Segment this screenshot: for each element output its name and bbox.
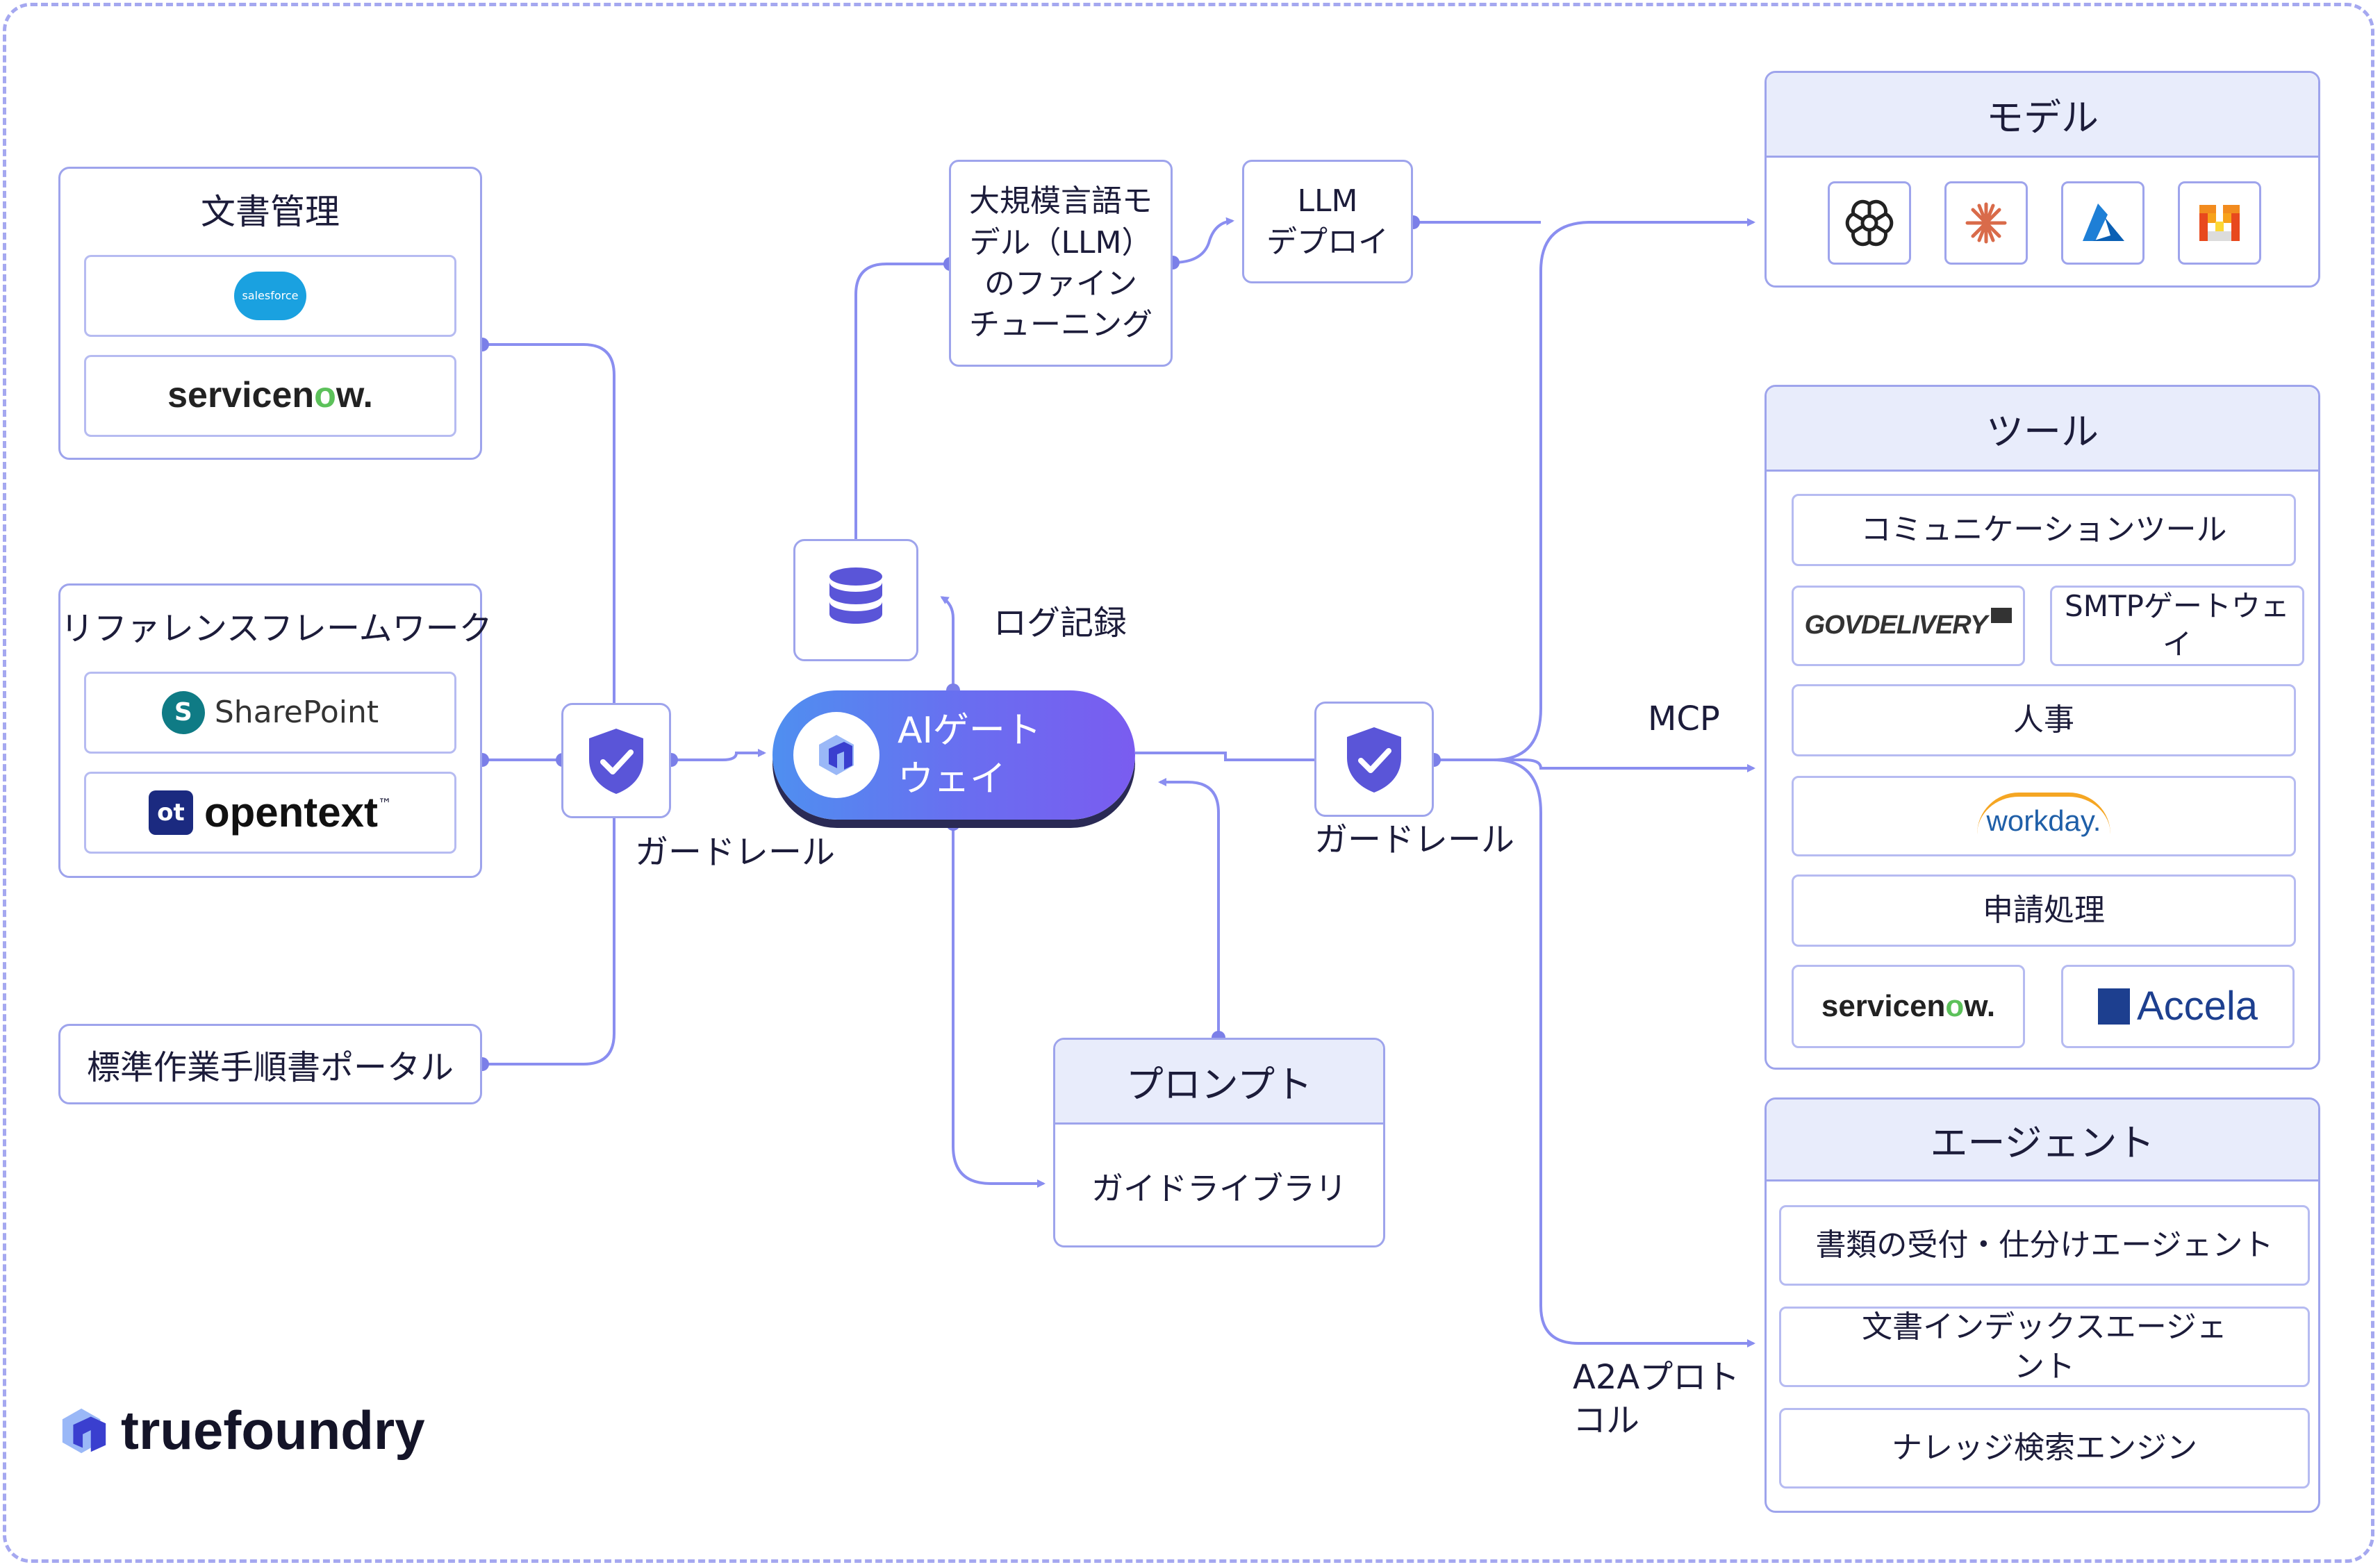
finetune-line3: のファイン	[984, 266, 1137, 301]
accela-logo-card: Accela	[2061, 965, 2295, 1048]
agent-item: 書類の受付・仕分けエージェント	[1779, 1205, 2310, 1286]
servicenow-logo-card: servicenow.	[84, 355, 456, 437]
doc-management-group: 文書管理 salesforce servicenow.	[58, 167, 482, 460]
servicenow-logo: servicenow.	[167, 375, 373, 416]
govdelivery-logo: GOVDELIVERY	[1804, 611, 1988, 640]
finetune-line1: 大規模言語モ	[969, 183, 1152, 219]
reference-framework-title: リファレンスフレームワーク	[60, 609, 493, 648]
agent-item-line2: ント	[2014, 1349, 2075, 1384]
diagram-frame	[3, 3, 2374, 1563]
ai-gateway-node[interactable]: AIゲート ウェイ	[772, 690, 1135, 820]
llm-deploy-line1: LLM	[1297, 183, 1358, 219]
ai-gateway-label: AIゲート ウェイ	[898, 706, 1078, 804]
azure-icon	[2061, 181, 2145, 265]
log-label: ログ記録	[993, 604, 1127, 642]
communication-tools-item: コミュニケーションツール	[1792, 494, 2296, 566]
tools-group: ツール コミュニケーションツール GOVDELIVERY SMTPゲートウェイ …	[1765, 385, 2320, 1070]
truefoundry-brand: truefoundry	[58, 1399, 425, 1462]
finetune-line2: デル（LLM）	[969, 224, 1152, 260]
guardrail-left-node	[561, 703, 671, 818]
opentext-logo-text: opentext	[204, 789, 379, 836]
tools-title: ツール	[1767, 387, 2318, 472]
models-title: モデル	[1767, 73, 2318, 158]
accela-logo: Accela	[2136, 984, 2258, 1029]
agent-item: 文書インデックスエージェ ント	[1779, 1307, 2310, 1387]
agents-group: エージェント 書類の受付・仕分けエージェント 文書インデックスエージェ ント ナ…	[1765, 1097, 2320, 1513]
prompt-title: プロンプト	[1055, 1040, 1383, 1125]
agents-title: エージェント	[1767, 1100, 2318, 1182]
agent-item: ナレッジ検索エンジン	[1779, 1408, 2310, 1489]
llm-deploy-line2: デプロイ	[1266, 224, 1389, 260]
truefoundry-wordmark: truefoundry	[121, 1400, 425, 1461]
mcp-label: MCP	[1648, 699, 1720, 738]
servicenow-tool-logo-card: servicenow.	[1792, 965, 2025, 1048]
sharepoint-logo-card: S SharePoint	[84, 672, 456, 754]
shield-check-icon	[1347, 727, 1401, 793]
sharepoint-icon: S	[161, 691, 205, 734]
finetune-line4: チューニング	[969, 307, 1152, 343]
guardrail-left-label: ガードレール	[635, 833, 836, 872]
openai-icon	[1828, 181, 1911, 265]
a2a-label: A2Aプロト コル	[1573, 1356, 1739, 1443]
finetune-node: 大規模言語モ デル（LLM） のファイン チューニング	[949, 160, 1173, 367]
reference-framework-group: リファレンスフレームワーク S SharePoint ot opentext ™	[58, 583, 493, 878]
guide-library-item: ガイドライブラリ	[1091, 1170, 1347, 1207]
workday-logo: workday.	[1976, 792, 2111, 840]
servicenow-logo: servicenow.	[1821, 989, 1996, 1024]
sharepoint-logo-text: SharePoint	[214, 695, 379, 731]
doc-management-title: 文書管理	[201, 192, 340, 232]
application-processing-item: 申請処理	[1792, 874, 2296, 947]
guardrail-right-label: ガードレール	[1314, 820, 1515, 859]
mistral-icon	[2178, 181, 2261, 265]
smtp-gateway-item: SMTPゲートウェイ	[2050, 586, 2304, 666]
guardrail-right-node	[1314, 702, 1434, 817]
models-group: モデル	[1765, 71, 2320, 288]
truefoundry-icon	[793, 712, 879, 798]
accela-icon	[2097, 988, 2130, 1025]
a2a-label-line1: A2Aプロト	[1573, 1358, 1740, 1397]
ai-gateway-label-line1: AIゲート	[898, 709, 1041, 752]
database-node	[793, 539, 918, 661]
truefoundry-logo-icon	[62, 1408, 106, 1453]
govdelivery-logo-card: GOVDELIVERY	[1792, 586, 2025, 666]
llm-deploy-node: LLM デプロイ	[1242, 160, 1413, 283]
a2a-label-line2: コル	[1573, 1401, 1640, 1441]
sop-portal-label: 標準作業手順書ポータル	[86, 1048, 454, 1087]
salesforce-logo-text: salesforce	[242, 288, 299, 302]
workday-logo-card: workday.	[1792, 776, 2296, 856]
envelope-icon	[1991, 608, 2013, 623]
hr-item: 人事	[1792, 684, 2296, 756]
sop-portal-node: 標準作業手順書ポータル	[58, 1024, 482, 1104]
shield-check-icon	[589, 729, 643, 794]
anthropic-icon	[1944, 181, 2028, 265]
ai-gateway-label-line2: ウェイ	[898, 758, 1007, 800]
salesforce-icon: salesforce	[234, 272, 306, 320]
agent-item-line1: 文書インデックスエージェ	[1862, 1309, 2227, 1345]
database-icon	[829, 567, 882, 624]
opentext-icon: ot	[148, 790, 193, 835]
prompt-group: プロンプト ガイドライブラリ	[1053, 1038, 1385, 1247]
salesforce-logo-card: salesforce	[84, 255, 456, 337]
opentext-logo-card: ot opentext ™	[84, 772, 456, 854]
